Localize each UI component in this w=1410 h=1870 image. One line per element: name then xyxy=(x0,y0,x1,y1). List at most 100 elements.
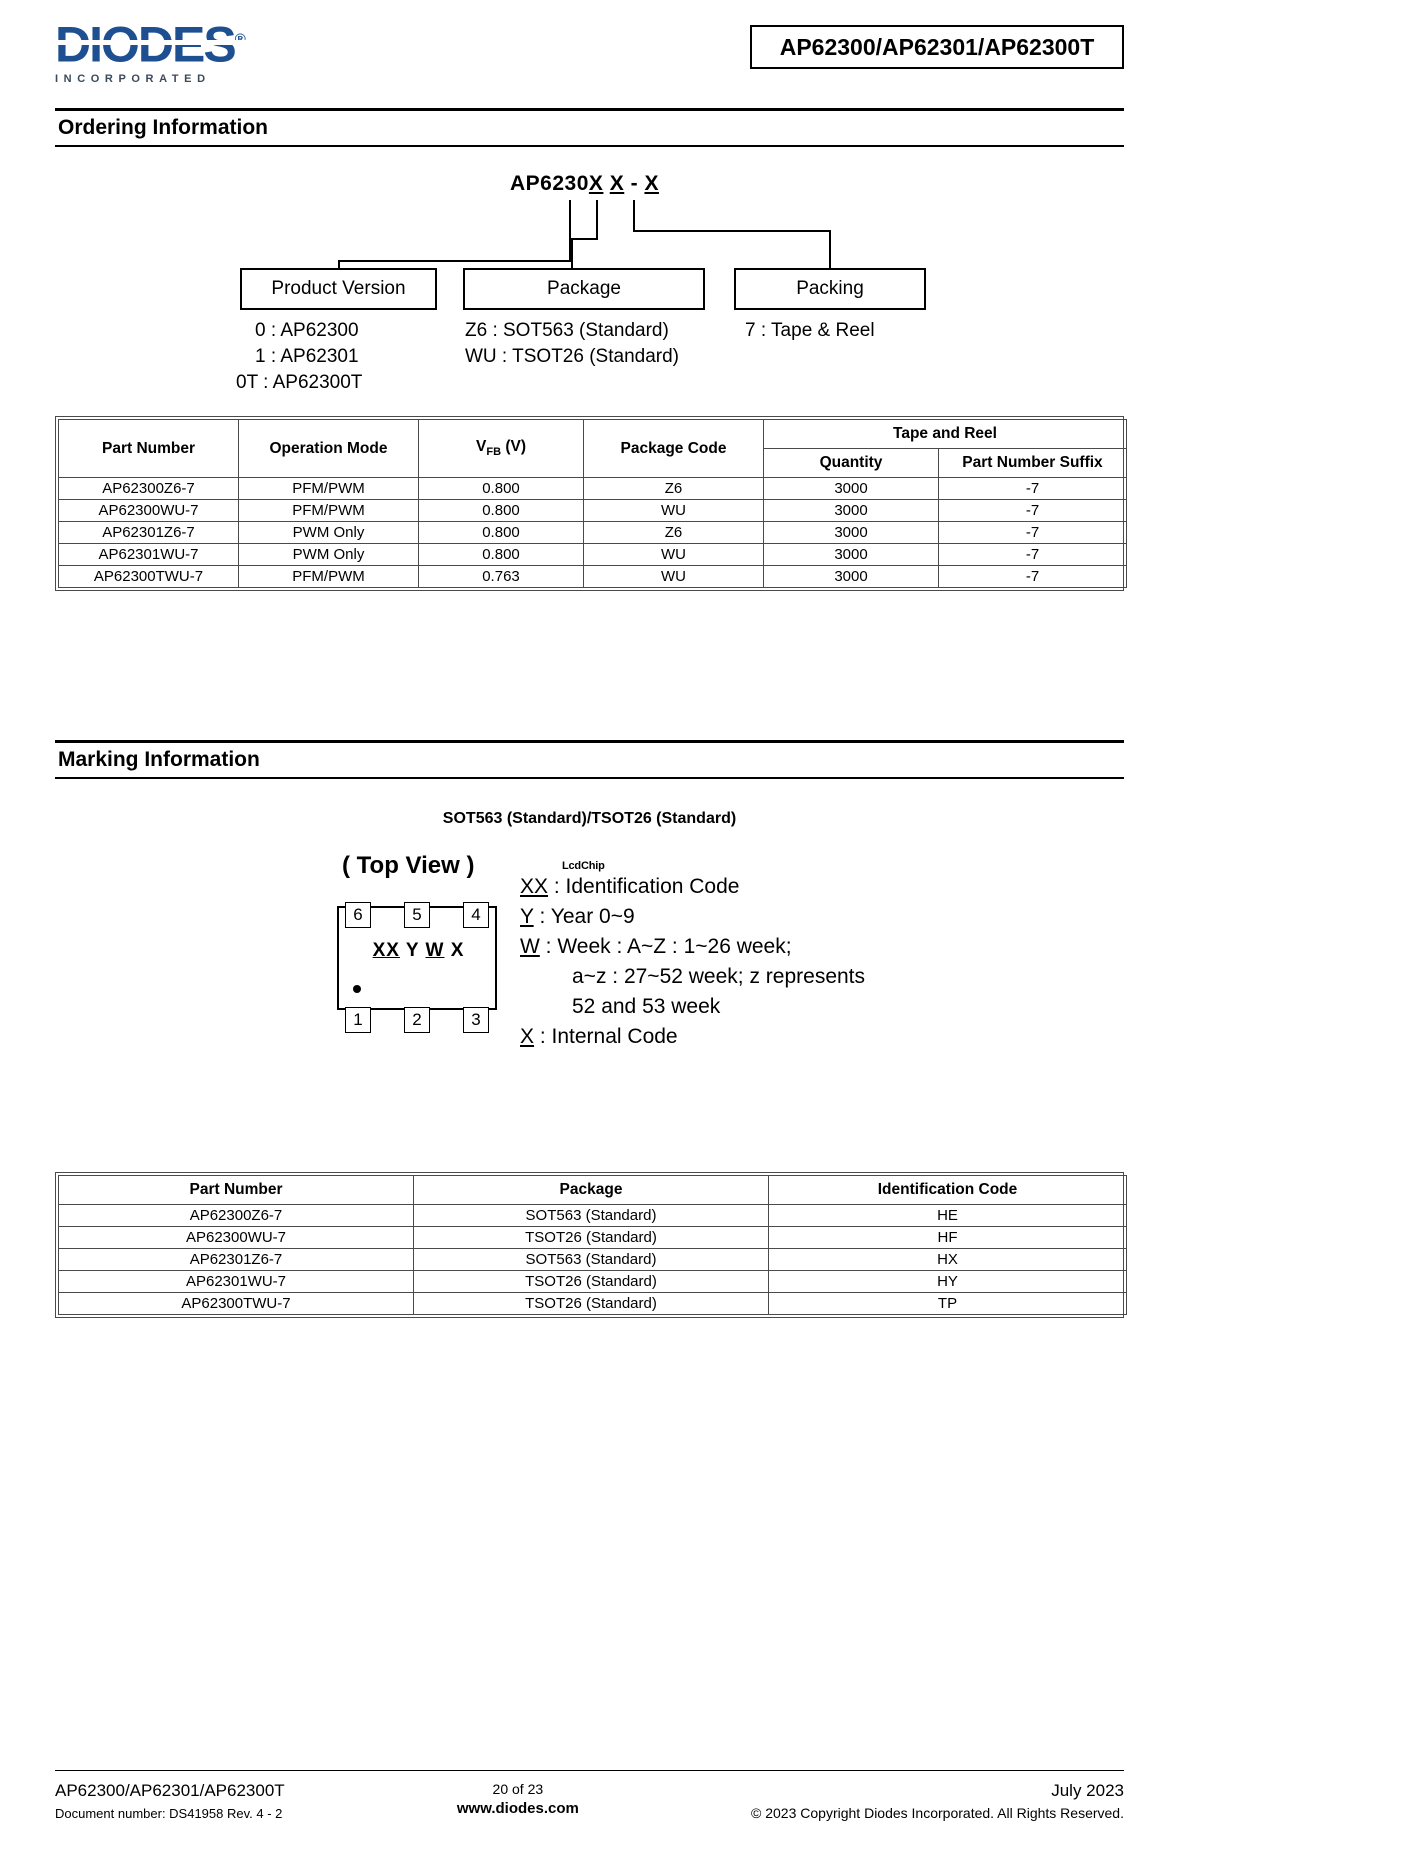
cell-package-code: WU xyxy=(583,565,764,588)
option-item: Z6 : SOT563 (Standard) xyxy=(465,320,669,341)
ordering-information-heading: Ordering Information xyxy=(55,108,1124,147)
cell-part-number: AP62300WU-7 xyxy=(58,499,239,522)
table-row: AP62300WU-7 TSOT26 (Standard) HF xyxy=(58,1226,1127,1249)
table-row: AP62300TWU-7 PFM/PWM 0.763 WU 3000 -7 xyxy=(58,565,1127,588)
cell-package-code: Z6 xyxy=(583,521,764,544)
pin-2: 2 xyxy=(404,1007,430,1033)
cell-suffix: -7 xyxy=(938,499,1127,522)
table-subheader-row: Quantity Part Number Suffix xyxy=(59,448,1127,478)
logo-subtitle: INCORPORATED xyxy=(55,72,211,85)
cell-vfb: 0.800 xyxy=(418,499,584,522)
col-part-number-suffix: Part Number Suffix xyxy=(938,448,1127,478)
footer-center: 20 of 23 www.diodes.com xyxy=(457,1779,579,1819)
legend-line: X : Internal Code xyxy=(520,1025,678,1048)
connector-bus-package-horizontal xyxy=(571,238,598,240)
cell-operation-mode: PFM/PWM xyxy=(238,565,419,588)
col-package: Package xyxy=(413,1175,769,1205)
footer-website-link[interactable]: www.diodes.com xyxy=(456,1800,579,1817)
marking-diagram: SOT563 (Standard)/TSOT26 (Standard) ( To… xyxy=(55,810,1124,1048)
cell-operation-mode: PFM/PWM xyxy=(238,499,419,522)
cell-package-code: WU xyxy=(583,499,764,522)
page-footer: AP62300/AP62301/AP62300T Document number… xyxy=(55,1770,1124,1825)
connector-bus-horizontal xyxy=(338,260,571,262)
option-item: 7 : Tape & Reel xyxy=(745,320,875,341)
cell-part-number: AP62301WU-7 xyxy=(58,1270,414,1293)
cell-part-number: AP62300Z6-7 xyxy=(58,477,239,500)
cell-identification-code: HX xyxy=(768,1248,1127,1271)
option-item: 0T : AP62300T xyxy=(236,372,363,393)
cell-package-code: Z6 xyxy=(583,477,764,500)
ordering-table-wrapper: Part Number Operation Mode VFB (V) Packa… xyxy=(55,416,1127,591)
logo-bar-decoration xyxy=(57,40,315,45)
top-view-label: ( Top View ) xyxy=(342,852,475,879)
footer-left: AP62300/AP62301/AP62300T Document number… xyxy=(55,1779,285,1825)
product-version-options: 0 : AP62300 1 : AP62301 0T : AP62300T xyxy=(236,318,362,396)
pin-3: 3 xyxy=(463,1007,489,1033)
cell-quantity: 3000 xyxy=(763,543,939,566)
marking-table-body: AP62300Z6-7 SOT563 (Standard) HE AP62300… xyxy=(58,1204,1127,1315)
diodes-logo: DIODES® INCORPORATED xyxy=(55,14,325,85)
cell-quantity: 3000 xyxy=(763,565,939,588)
pin-4: 4 xyxy=(463,902,489,928)
col-part-number: Part Number xyxy=(58,1175,414,1205)
table-row: AP62300Z6-7 PFM/PWM 0.800 Z6 3000 -7 xyxy=(58,477,1127,500)
table-row: AP62300TWU-7 TSOT26 (Standard) TP xyxy=(58,1292,1127,1315)
cell-package: SOT563 (Standard) xyxy=(413,1248,769,1271)
table-row: AP62301Z6-7 SOT563 (Standard) HX xyxy=(58,1248,1127,1271)
footer-copyright: © 2023 Copyright Diodes Incorporated. Al… xyxy=(751,1805,1124,1821)
section-rule-bottom xyxy=(55,145,1124,147)
cell-package: TSOT26 (Standard) xyxy=(413,1270,769,1293)
footer-page-number: 20 of 23 xyxy=(492,1781,544,1797)
footer-right: July 2023 © 2023 Copyright Diodes Incorp… xyxy=(751,1779,1124,1825)
document-title-box: AP62300/AP62301/AP62300T xyxy=(750,25,1124,69)
cell-part-number: AP62300TWU-7 xyxy=(58,565,239,588)
ordering-box-package: Package xyxy=(463,268,705,310)
connector-line-version-vertical xyxy=(569,200,571,262)
col-quantity: Quantity xyxy=(763,448,939,478)
cell-operation-mode: PWM Only xyxy=(238,521,419,544)
table-row: AP62301WU-7 TSOT26 (Standard) HY xyxy=(58,1270,1127,1293)
cell-vfb: 0.800 xyxy=(418,477,584,500)
ordering-box-label: Package xyxy=(547,278,621,299)
marking-package-title: SOT563 (Standard)/TSOT26 (Standard) xyxy=(442,810,737,827)
cell-identification-code: HY xyxy=(768,1270,1127,1293)
connector-line-packing-vertical xyxy=(633,200,635,232)
cell-suffix: -7 xyxy=(938,477,1127,500)
table-row: AP62300Z6-7 SOT563 (Standard) HE xyxy=(58,1204,1127,1227)
page-title: AP62300/AP62301/AP62300T xyxy=(779,33,1095,60)
connector-line-package-down xyxy=(571,238,573,270)
connector-line-version-down xyxy=(338,260,340,270)
page-header: DIODES® INCORPORATED AP62300/AP62301/AP6… xyxy=(0,0,1410,100)
packing-options: 7 : Tape & Reel xyxy=(745,318,875,344)
ordering-box-label: Packing xyxy=(796,278,864,299)
cell-quantity: 3000 xyxy=(763,499,939,522)
footer-document-number: Document number: DS41958 Rev. 4 - 2 xyxy=(55,1806,283,1821)
footer-rule xyxy=(55,1770,1124,1771)
cell-quantity: 3000 xyxy=(763,521,939,544)
option-item: 1 : AP62301 xyxy=(255,346,359,367)
option-item: 0 : AP62300 xyxy=(255,320,359,341)
cell-quantity: 3000 xyxy=(763,477,939,500)
cell-part-number: AP62300WU-7 xyxy=(58,1226,414,1249)
chip-marking-text: XX Y W X xyxy=(372,940,465,961)
connector-line-package-vertical xyxy=(596,200,598,240)
pin-6: 6 xyxy=(345,902,371,928)
pin-5: 5 xyxy=(404,902,430,928)
table-header-row: Part Number Operation Mode VFB (V) Packa… xyxy=(58,419,1127,478)
section-rule-bottom xyxy=(55,777,1124,779)
cell-vfb: 0.800 xyxy=(418,521,584,544)
legend-line: XX : Identification Code xyxy=(520,875,740,898)
cell-package: TSOT26 (Standard) xyxy=(413,1226,769,1249)
part-number-code: AP6230X X - X xyxy=(510,172,659,195)
table-row: AP62300WU-7 PFM/PWM 0.800 WU 3000 -7 xyxy=(58,499,1127,522)
col-tape-and-reel: Tape and Reel xyxy=(763,419,1127,449)
col-part-number: Part Number xyxy=(58,419,239,478)
col-vfb: VFB (V) xyxy=(418,419,584,478)
ordering-table: Part Number Operation Mode VFB (V) Packa… xyxy=(58,419,1127,588)
cell-package-code: WU xyxy=(583,543,764,566)
cell-part-number: AP62301Z6-7 xyxy=(58,1248,414,1271)
cell-operation-mode: PFM/PWM xyxy=(238,477,419,500)
table-row: AP62301WU-7 PWM Only 0.800 WU 3000 -7 xyxy=(58,543,1127,566)
pin-1-dot-icon xyxy=(353,985,361,993)
